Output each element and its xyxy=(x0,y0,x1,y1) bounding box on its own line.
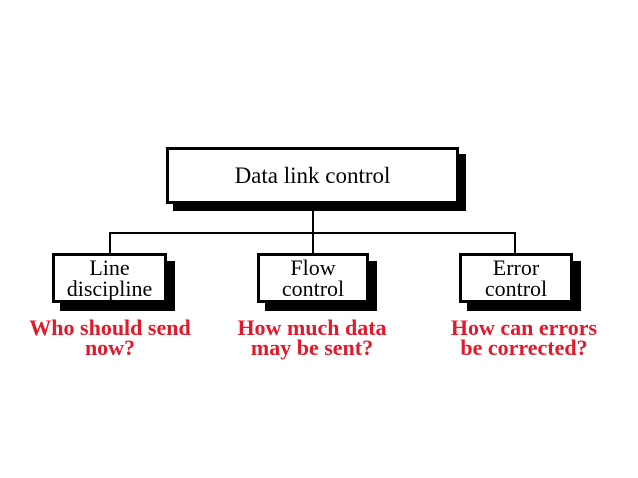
connector-root-drop-line xyxy=(312,204,314,254)
line-discipline-label-line2: discipline xyxy=(66,276,153,301)
question-error-control-line1: How can errors xyxy=(450,315,598,340)
error-control-label-line2: control xyxy=(484,276,548,301)
connector-stub-line-discipline xyxy=(109,232,111,253)
question-error-control-line2: be corrected? xyxy=(460,335,588,360)
connector-stub-error-control xyxy=(514,232,516,253)
question-flow-control: How much data may be sent? xyxy=(212,315,412,360)
question-line-discipline: Who should send now? xyxy=(10,315,210,360)
root-box-label: Data link control xyxy=(234,162,391,188)
child-box-flow-control: Flow control xyxy=(257,253,369,303)
child-box-line-discipline: Line discipline xyxy=(52,253,167,303)
question-flow-control-line1: How much data xyxy=(237,315,387,340)
connector-horizontal-bus xyxy=(109,232,516,234)
child-box-error-control: Error control xyxy=(459,253,573,303)
question-line-discipline-line2: now? xyxy=(84,335,136,360)
flow-control-label-line2: control xyxy=(281,276,345,301)
question-line-discipline-line1: Who should send xyxy=(29,315,191,340)
flow-control-label-line1: Flow xyxy=(290,255,336,280)
question-error-control: How can errors be corrected? xyxy=(424,315,624,360)
error-control-label-line1: Error xyxy=(492,255,540,280)
root-box-data-link-control: Data link control xyxy=(166,147,459,204)
question-flow-control-line2: may be sent? xyxy=(250,335,374,360)
line-discipline-label-line1: Line xyxy=(89,255,130,280)
